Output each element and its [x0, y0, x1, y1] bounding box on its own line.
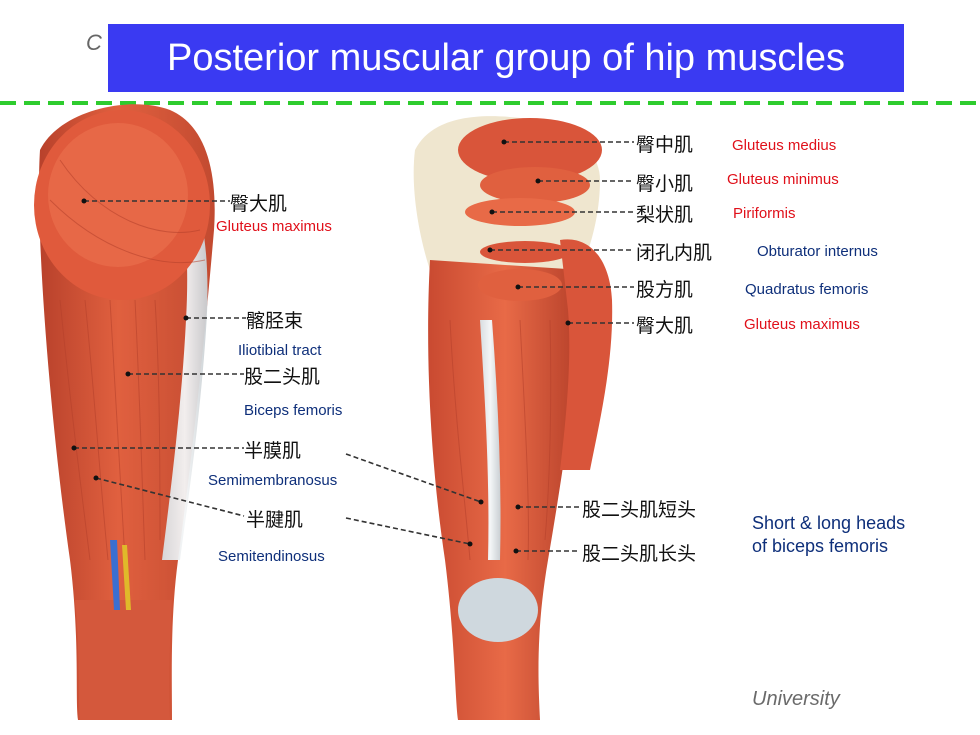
- label-cn-semimembranosus: 半膜肌: [244, 440, 302, 462]
- right-thigh-illustration: [413, 116, 613, 720]
- label-cn-biceps-femoris: 股二头肌: [244, 366, 321, 388]
- label-cn-gluteus-maximus-left: 臀大肌: [230, 193, 288, 215]
- label-en-heads-line2: of biceps femoris: [752, 536, 889, 556]
- label-cn-gluteus-minimus: 臀小肌: [636, 173, 694, 195]
- label-cn-gluteus-medius: 臀中肌: [636, 134, 694, 156]
- label-en-obturator-internus: Obturator internus: [757, 243, 878, 260]
- left-thigh-illustration: [34, 104, 215, 721]
- label-cn-obturator-internus: 闭孔内肌: [636, 242, 713, 264]
- title-prefix: C: [86, 30, 102, 55]
- right-leader-lines: [490, 141, 634, 552]
- left-leader-lines: [74, 200, 482, 545]
- label-en-gluteus-maximus-left: Gluteus maximus: [216, 218, 332, 235]
- label-en-biceps-femoris: Biceps femoris: [244, 402, 343, 419]
- label-cn-quadratus-femoris: 股方肌: [636, 279, 694, 301]
- title-banner: [108, 24, 904, 92]
- label-en-iliotibial-tract: Iliotibial tract: [238, 342, 322, 359]
- label-en-heads-line1: Short & long heads: [752, 513, 906, 533]
- label-en-gluteus-medius: Gluteus medius: [732, 137, 837, 154]
- label-en-piriformis: Piriformis: [733, 205, 796, 222]
- label-en-gluteus-minimus: Gluteus minimus: [727, 171, 839, 188]
- label-en-gluteus-maximus-right: Gluteus maximus: [744, 316, 860, 333]
- label-cn-piriformis: 梨状肌: [636, 204, 694, 226]
- label-en-semitendinosus: Semitendinosus: [218, 548, 325, 565]
- label-en-quadratus-femoris: Quadratus femoris: [745, 281, 869, 298]
- label-cn-gluteus-maximus-right: 臀大肌: [636, 315, 694, 337]
- label-en-semimembranosus: Semimembranosus: [208, 472, 338, 489]
- university-footer: University: [752, 688, 840, 710]
- page-title: Posterior muscular group of hip muscles: [167, 37, 845, 79]
- label-cn-iliotibial-tract: 髂胫束: [246, 310, 304, 332]
- label-cn-biceps-short-head: 股二头肌短头: [582, 499, 697, 521]
- label-cn-biceps-long-head: 股二头肌长头: [582, 543, 697, 565]
- label-cn-semitendinosus: 半腱肌: [246, 509, 304, 531]
